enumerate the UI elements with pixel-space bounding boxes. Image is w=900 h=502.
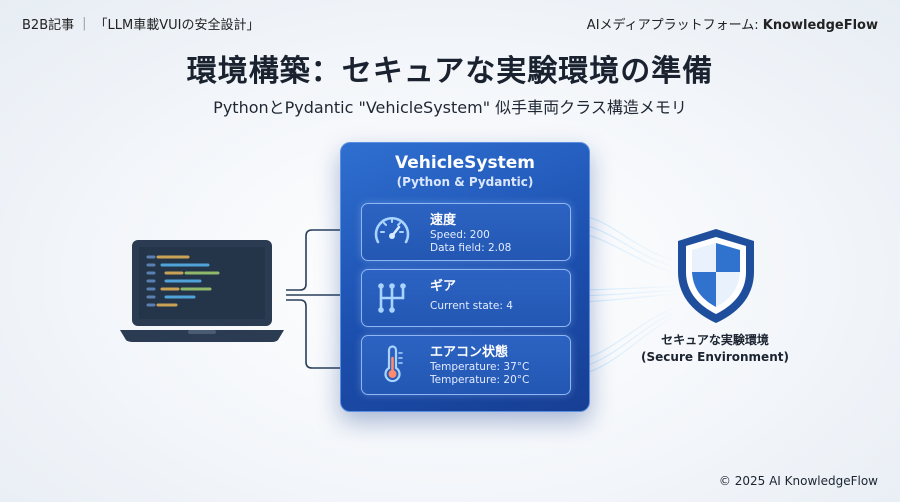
category-label: B2B記事: [22, 18, 75, 33]
speed-data-field: Data field: 2.08: [430, 242, 512, 254]
secure-environment-label: セキュアな実験環境 (Secure Environment): [630, 332, 800, 366]
gear-card: ギア Current state: 4: [361, 269, 571, 327]
vehicle-system-panel: VehicleSystem (Python & Pydantic) 速度 Spe…: [340, 142, 590, 412]
connector-speed: [286, 229, 360, 291]
panel-subtitle: (Python & Pydantic): [396, 175, 534, 189]
platform-prefix: AIメディアプラットフォーム:: [586, 18, 763, 33]
gear-card-title: ギア: [430, 279, 457, 294]
thermometer-icon: [384, 345, 403, 383]
aircon-temperature-2: Temperature: 20°C: [430, 374, 530, 386]
speed-card-title: 速度: [430, 213, 457, 228]
article-header: B2B記事 | 「LLM車載VUIの安全設計」: [22, 14, 259, 33]
gear-state: Current state: 4: [430, 300, 513, 312]
aircon-card: エアコン状態 Temperature: 37°C Temperature: 20…: [361, 335, 571, 395]
panel-title: VehicleSystem: [395, 153, 535, 173]
speed-card: 速度 Speed: 200 Data field: 2.08: [361, 203, 571, 261]
speedometer-icon: [374, 216, 410, 244]
platform-label: AIメディアプラットフォーム: KnowledgeFlow: [587, 14, 878, 33]
shield-icon: [678, 229, 754, 323]
aircon-card-title: エアコン状態: [430, 345, 509, 360]
article-title: 「LLM車載VUIの安全設計」: [94, 18, 260, 33]
header-divider: |: [82, 16, 87, 31]
page-title: 環境構築：セキュアな実験環境の準備: [186, 54, 714, 89]
laptop-icon: [120, 240, 284, 342]
copyright: © 2025 AI KnowledgeFlow: [718, 474, 878, 488]
connector-aircon: [286, 299, 360, 369]
environment-label-en: (Secure Environment): [641, 350, 789, 364]
aircon-temperature-1: Temperature: 37°C: [430, 361, 530, 373]
platform-name: KnowledgeFlow: [762, 18, 878, 33]
gear-shift-icon: [378, 283, 406, 313]
environment-label-ja: セキュアな実験環境: [661, 333, 769, 347]
speed-value: Speed: 200: [430, 229, 490, 241]
page-subtitle: PythonとPydantic "VehicleSystem" 似手車両クラス構…: [213, 98, 687, 117]
